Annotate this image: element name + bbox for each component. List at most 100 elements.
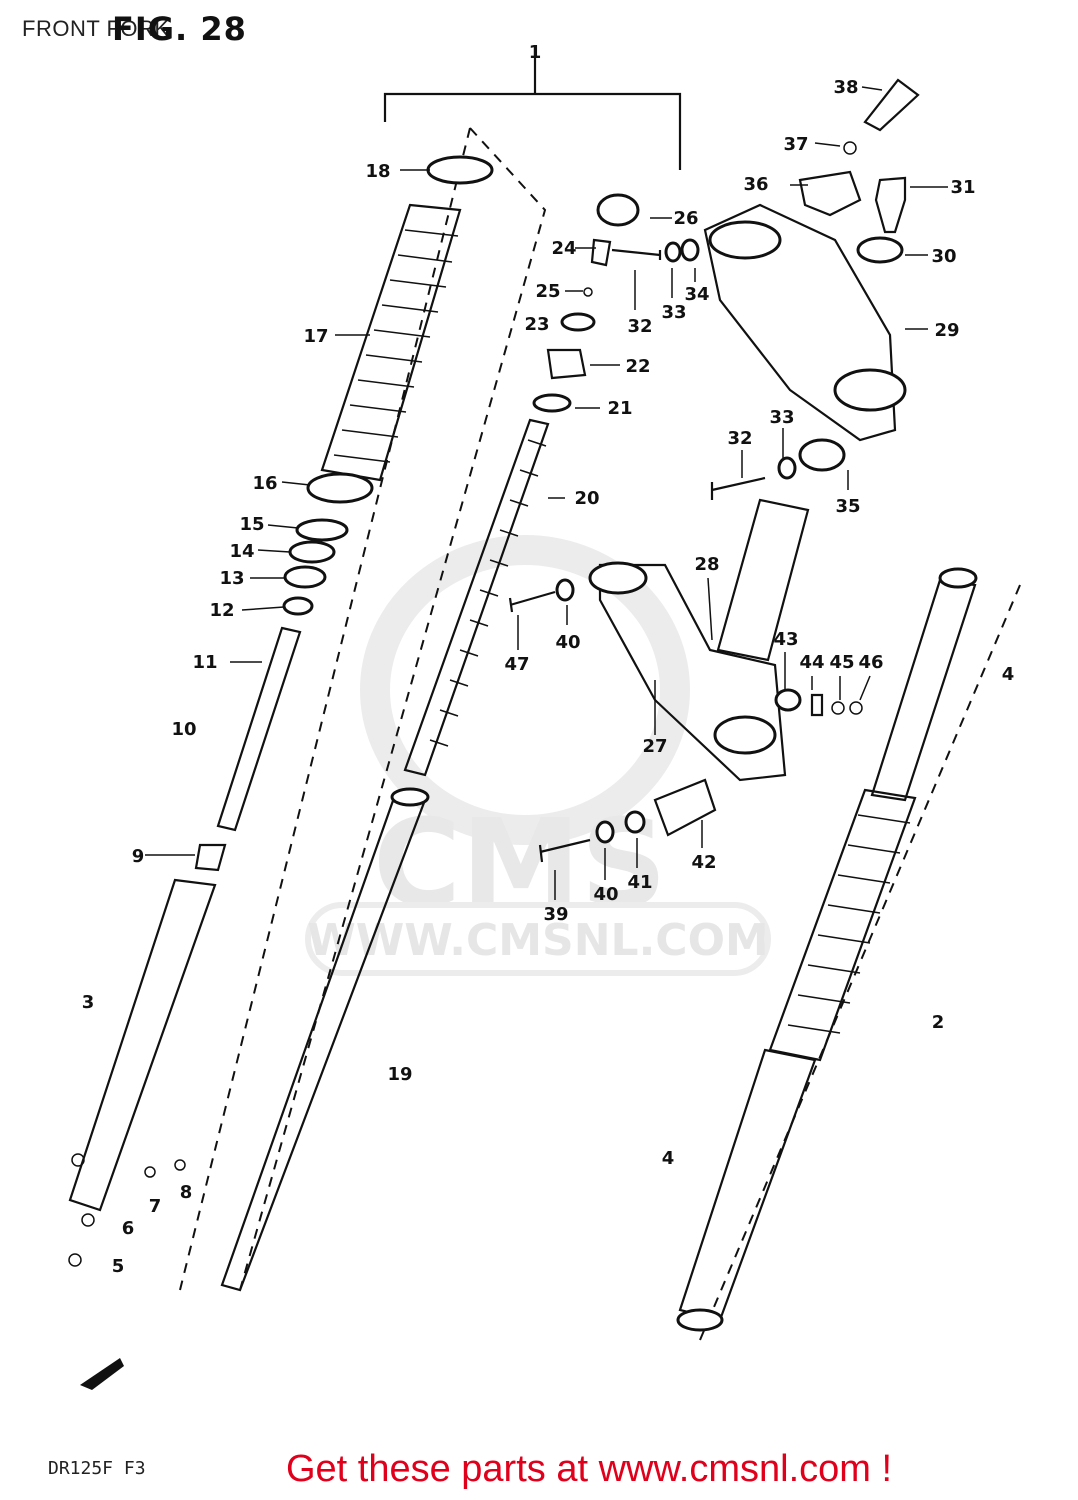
callout-40: 40 [555,632,580,653]
callout-39: 39 [543,904,568,925]
callout-41: 41 [627,872,652,893]
callout-4: 4 [662,1148,675,1169]
callout-20: 20 [574,488,599,509]
callout-5: 5 [112,1256,125,1277]
figure-label: FIG. 28 [112,10,247,48]
lower-bracket-27 [598,563,787,782]
callout-27: 27 [642,736,667,757]
bolt-38 [863,78,920,132]
callout-35: 35 [835,496,860,517]
bolt-31 [874,176,907,234]
callout-29: 29 [934,320,959,341]
clamp-18 [426,155,494,185]
steering-stem-28 [508,498,863,863]
dust-boot-17 [320,203,462,482]
callout-44: 44 [799,652,824,673]
bolt-39 [538,838,591,863]
callout-26: 26 [673,208,698,229]
model-code: DR125F F3 [48,1458,146,1479]
part-43 [774,688,802,712]
left-fork [68,127,547,1292]
part-22 [546,348,587,380]
callout-13: 13 [219,568,244,589]
callout-42: 42 [691,852,716,873]
part-37 [843,141,857,155]
watermark-logo: CMS [373,795,667,934]
part-35 [798,438,846,472]
callout-32b: 32 [727,428,752,449]
bolt-32-mid [710,476,766,500]
callout-6: 6 [122,1218,135,1239]
page-title: FRONT FORK [22,16,170,41]
washer-40-top [555,578,575,602]
callout-38: 38 [833,77,858,98]
callout-33b: 33 [769,407,794,428]
callout-32: 32 [627,316,652,337]
watermark-url: WWW.CMSNL.COM [307,915,769,966]
fork-spring-20 [403,193,640,777]
callout-2: 2 [932,1012,945,1033]
callout-15: 15 [239,514,264,535]
callout-11: 11 [192,652,217,673]
part-9 [194,843,227,872]
promo-text[interactable]: Get these parts at www.cmsnl.com ! [285,1448,893,1490]
washer-33-top [664,241,682,263]
washer-33-mid [777,456,797,480]
callout-36: 36 [743,174,768,195]
callout-12: 12 [209,600,234,621]
callout-31: 31 [950,177,975,198]
watermark: CMS WWW.CMSNL.COM [305,535,771,976]
callout-4b: 4 [1002,664,1015,685]
callout-47: 47 [504,654,529,675]
callout-9: 9 [132,846,145,867]
damper-rod-10 [216,626,302,832]
part-45 [831,701,845,715]
part-13 [283,565,327,589]
bolt-32-top [611,248,662,260]
bolt-47 [508,590,556,613]
callout-16: 16 [252,473,277,494]
part-36 [798,170,862,217]
callout-46: 46 [858,652,883,673]
part-24 [590,238,612,267]
callout-43: 43 [773,629,798,650]
clamp-16 [306,472,374,504]
right-fork [676,567,1021,1341]
callout-8: 8 [180,1182,193,1203]
small-parts-5-8 [68,1153,186,1267]
part-46 [849,701,863,715]
part-12 [282,596,314,616]
callout-40b: 40 [593,884,618,905]
callout-10: 10 [171,719,196,740]
callout-17: 17 [303,326,328,347]
washer-40-bot [595,820,615,844]
callout-22: 22 [625,356,650,377]
promo-link[interactable]: Get these parts at www.cmsnl.com ! [0,1448,1078,1491]
callout-19: 19 [387,1064,412,1085]
callout-14: 14 [229,541,254,562]
washer-34 [680,238,700,262]
part-23 [560,312,596,332]
fwd-arrow-icon [80,1358,124,1390]
callout-28: 28 [694,554,719,575]
callout-24: 24 [551,238,576,259]
part-15 [295,518,349,542]
cap-26 [596,193,640,227]
part-44 [810,693,824,717]
part-14 [288,540,336,564]
callout-18: 18 [365,161,390,182]
washer-30 [856,236,904,264]
washer-41 [624,810,646,834]
callout-23: 23 [524,314,549,335]
callout-33: 33 [661,302,686,323]
callout-30: 30 [931,246,956,267]
upper-bracket-29 [611,78,920,500]
part-21 [532,393,572,413]
callout-21: 21 [607,398,632,419]
bracket-assembly-1 [383,45,682,170]
right-boot [768,788,917,1062]
leader-lines [145,86,948,900]
callout-25: 25 [535,281,560,302]
callout-45: 45 [829,652,854,673]
